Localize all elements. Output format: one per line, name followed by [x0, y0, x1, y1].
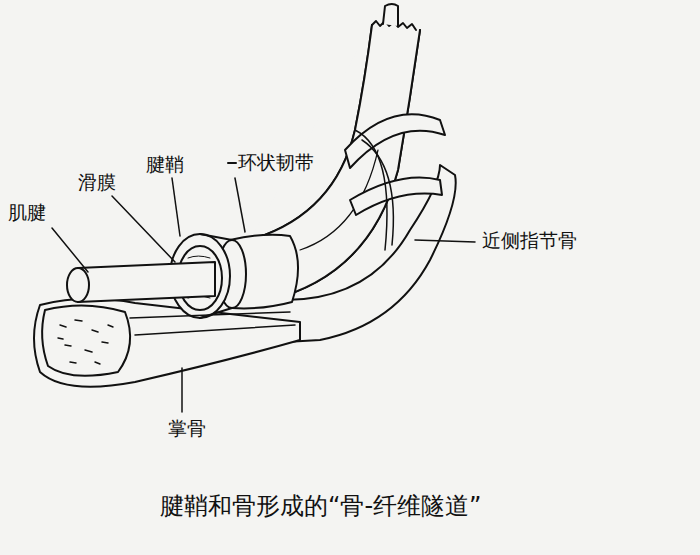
bone-section — [42, 305, 130, 375]
part-label: 近侧指节骨 — [482, 230, 577, 251]
tendon-end — [67, 268, 89, 302]
annular-band — [345, 114, 445, 168]
part-label: 肌腱 — [8, 202, 46, 223]
tendon-top — [383, 4, 398, 26]
tendon-rod — [78, 262, 215, 302]
part-label: 滑膜 — [78, 172, 116, 193]
part-label: 腱鞘 — [146, 154, 184, 175]
bone-texture — [58, 320, 113, 364]
part-label: 环状韧带 — [238, 152, 314, 173]
metacarpal-bone — [34, 298, 300, 386]
sheath-base — [130, 312, 295, 335]
leader-line — [52, 178, 475, 412]
part-label: 掌骨 — [168, 418, 206, 439]
annular-band — [350, 178, 442, 216]
cross-band — [362, 140, 393, 245]
caption: 腱鞘和骨形成的“骨-纤维隧道” — [160, 492, 482, 521]
dash-mark — [228, 162, 236, 164]
